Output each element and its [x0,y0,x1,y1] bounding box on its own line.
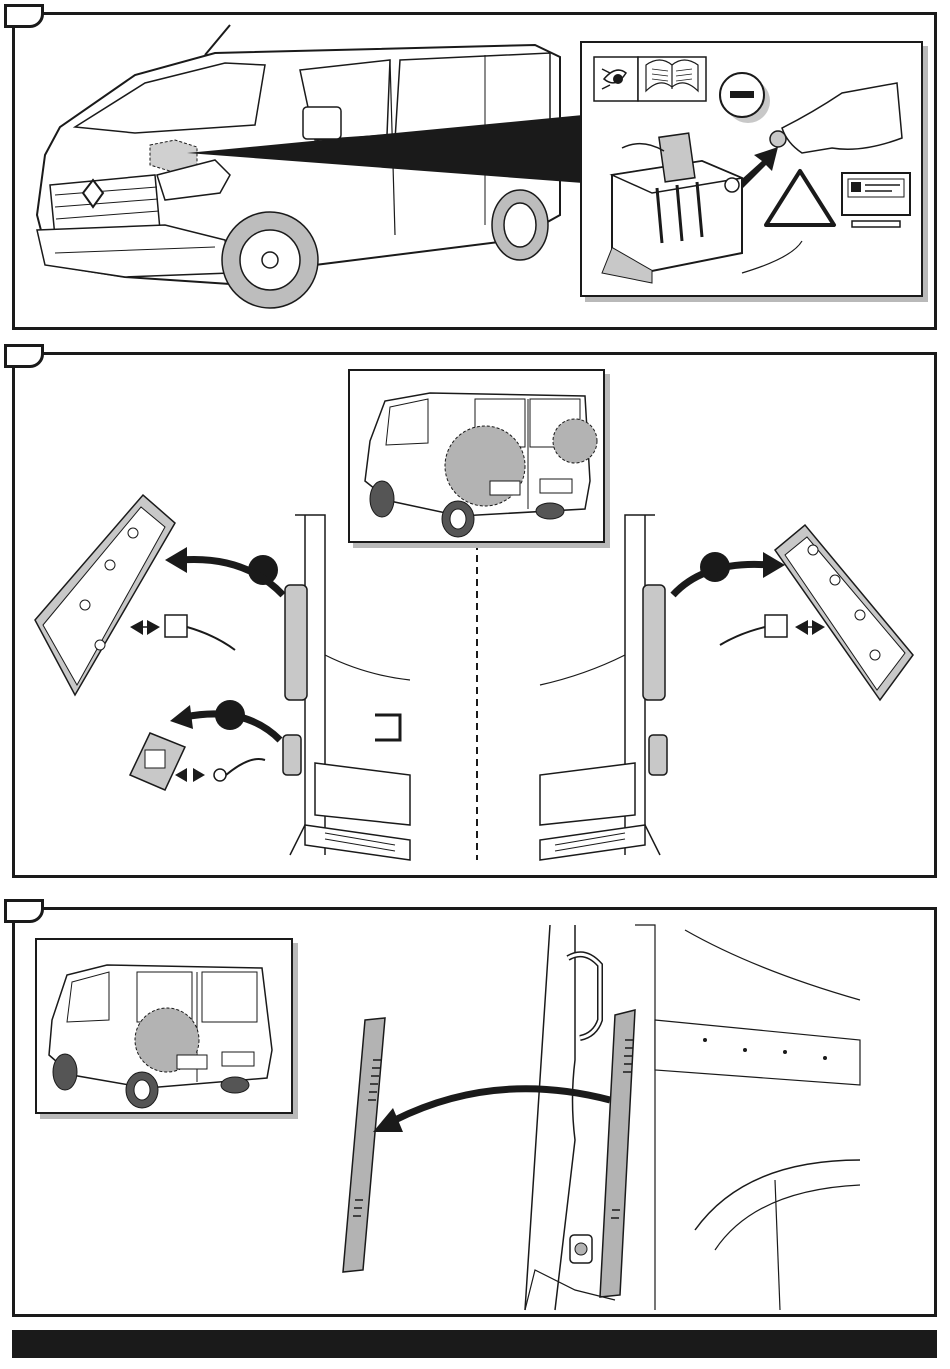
van-rear-inset-illustration-2 [37,940,291,1112]
manual-book-icon [638,57,706,101]
hand-icon [770,83,902,153]
left-tail-lamp-panel [35,495,175,695]
display-screen-icon [842,173,910,227]
van-rear-inset-illustration [350,371,603,541]
step-1-panel [12,12,937,330]
eye-icon [594,57,638,101]
van-rear-inset [348,369,605,543]
connector-icon-left [130,615,235,650]
connector-icon-right [720,615,825,645]
step-1-tab [4,4,44,28]
left-rear-door [283,515,410,860]
trim-strip [343,1018,385,1272]
step-2-tab [4,344,44,368]
battery-disconnect-illustration [582,43,921,295]
step-3-panel [12,907,937,1317]
right-rear-door [540,515,667,860]
battery-illustration [602,133,742,283]
step-3-tab [4,899,44,923]
step-2-panel [12,352,937,878]
footer-bar [12,1330,937,1358]
warning-triangle-icon [742,171,834,273]
right-tail-lamp-panel [775,525,913,700]
battery-inset [580,41,923,297]
minus-terminal-icon [720,73,770,123]
plate-lamp-icon [130,733,265,790]
van-rear-inset-2 [35,938,293,1114]
door-pillar-illustration [525,925,860,1310]
